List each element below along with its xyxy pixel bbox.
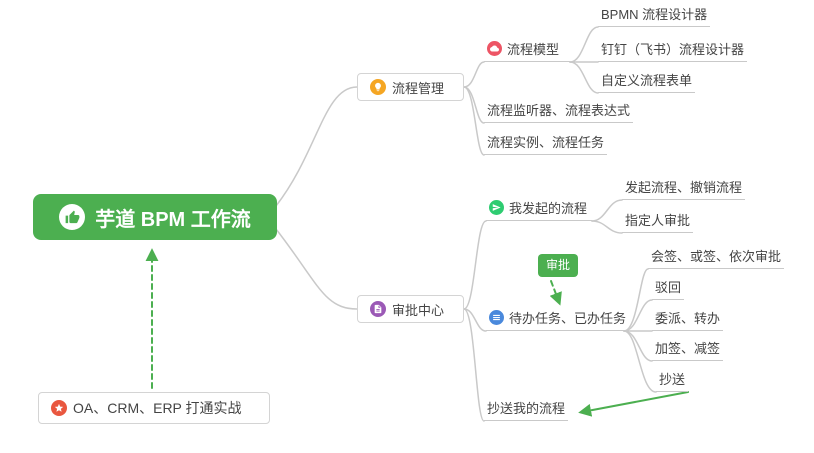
node-custom-form[interactable]: 自定义流程表单 [598,70,696,93]
node-process-mgmt-label: 流程管理 [392,80,445,96]
node-my-initiated-label: 我发起的流程 [509,200,588,216]
node-instance-task[interactable]: 流程实例、流程任务 [484,132,608,155]
link-ac-todo-done [463,308,487,332]
node-cc-my-process[interactable]: 抄送我的流程 [484,398,569,421]
relation-arrows [145,248,689,417]
thumbs-up-icon [59,204,86,230]
cloud-icon [487,40,502,56]
link-root-process-mgmt [275,86,358,207]
arrow-cc-to-cc-my-process [578,391,689,417]
link-pm-model [463,61,485,88]
node-assignee-approval[interactable]: 指定人审批 [622,210,694,233]
node-assignee-approval-label: 指定人审批 [625,212,691,228]
root-node-bpm-workflow[interactable]: 芋道 BPM 工作流 [33,194,277,240]
node-dingtalk-designer[interactable]: 钉钉（飞书）流程设计器 [598,39,748,62]
send-icon [489,199,504,215]
node-custom-form-label: 自定义流程表单 [601,72,693,88]
node-bpmn-designer[interactable]: BPMN 流程设计器 [598,4,711,27]
node-process-model[interactable]: 流程模型 [484,39,570,62]
node-process-mgmt[interactable]: 流程管理 [357,73,464,101]
node-process-model-label: 流程模型 [507,41,560,57]
node-cc-my-process-label: 抄送我的流程 [487,400,566,416]
root-node-label: 芋道 BPM 工作流 [95,208,251,231]
node-dingtalk-designer-label: 钉钉（飞书）流程设计器 [601,41,745,57]
link-model-bpmn [569,26,599,63]
link-ac-cc-my-process [463,308,485,422]
node-oa-crm-erp-practice[interactable]: OA、CRM、ERP 打通实战 [38,392,270,424]
link-root-approval-center [275,228,358,310]
node-add-remove-sign[interactable]: 加签、减签 [652,338,724,361]
link-td-add-sign [623,330,653,362]
link-pm-instance [463,86,485,156]
node-my-initiated[interactable]: 我发起的流程 [486,198,592,221]
link-ac-my-initiated [463,220,487,310]
document-icon [370,301,386,317]
node-delegate-transfer[interactable]: 委派、转办 [652,308,724,331]
node-reject[interactable]: 驳回 [652,277,685,300]
node-oa-crm-erp-practice-label: OA、CRM、ERP 打通实战 [73,400,242,416]
node-delegate-transfer-label: 委派、转办 [655,310,721,326]
arrow-badge-to-todo [549,280,562,306]
node-initiate-cancel[interactable]: 发起流程、撤销流程 [622,177,746,200]
node-cc[interactable]: 抄送 [656,369,689,392]
node-initiate-cancel-label: 发起流程、撤销流程 [625,179,743,195]
node-todo-done[interactable]: 待办任务、已办任务 [486,308,630,331]
node-listener-expression[interactable]: 流程监听器、流程表达式 [484,100,634,123]
link-mi-initiate-cancel [591,199,623,222]
node-cc-label: 抄送 [659,371,686,387]
node-listener-expression-label: 流程监听器、流程表达式 [487,102,631,118]
approval-relation-badge[interactable]: 审批 [538,254,579,277]
link-model-custom-form [569,61,599,94]
star-icon [51,400,67,416]
node-bpmn-designer-label: BPMN 流程设计器 [601,6,708,22]
approval-relation-badge-label: 审批 [546,258,571,272]
node-todo-done-label: 待办任务、已办任务 [509,310,627,326]
node-countersign-label: 会签、或签、依次审批 [651,248,782,264]
node-add-remove-sign-label: 加签、减签 [655,340,721,356]
lightbulb-icon [370,79,386,95]
node-approval-center[interactable]: 审批中心 [357,295,464,323]
node-countersign[interactable]: 会签、或签、依次审批 [648,246,785,269]
node-instance-task-label: 流程实例、流程任务 [487,134,605,150]
list-icon [489,309,504,325]
link-pm-listener [463,86,485,124]
node-reject-label: 驳回 [655,279,682,295]
node-approval-center-label: 审批中心 [392,302,445,318]
link-mi-assignee [591,220,623,234]
